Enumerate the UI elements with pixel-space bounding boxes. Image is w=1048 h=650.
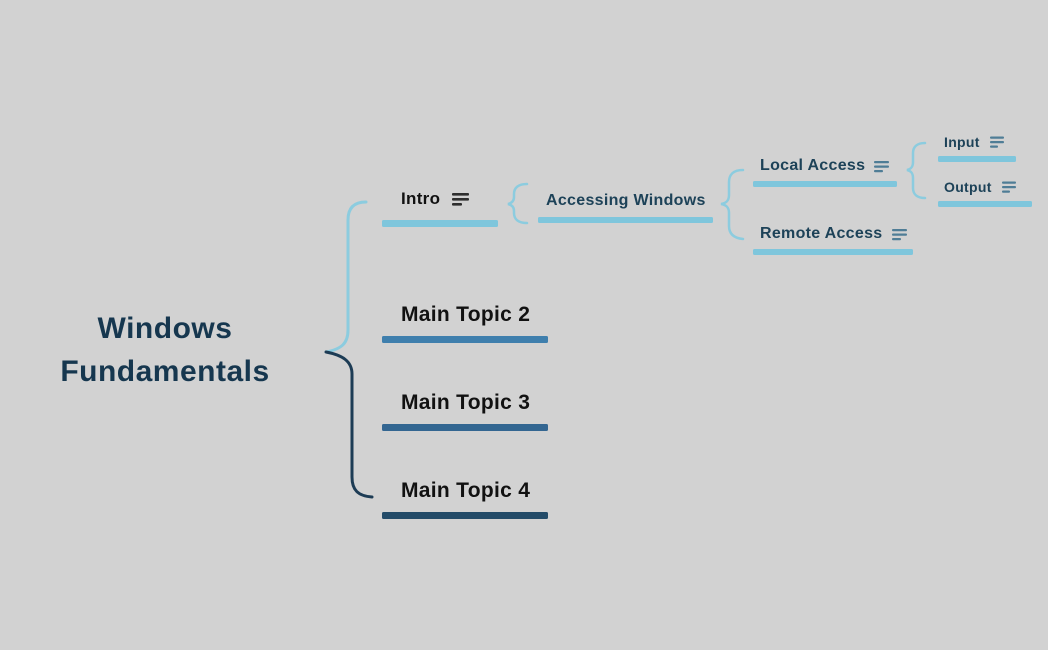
topic-main-topic-2[interactable]: Main Topic 2 (382, 303, 548, 343)
notes-icon[interactable] (452, 192, 471, 206)
topic-label: Input (944, 134, 980, 150)
topic-underline (382, 220, 498, 227)
topic-underline (382, 336, 548, 343)
topic-label: Output (944, 179, 992, 195)
notes-icon[interactable] (989, 136, 1006, 148)
topic-underline (753, 181, 897, 187)
brace-local-children (906, 141, 927, 200)
topic-main-topic-3[interactable]: Main Topic 3 (382, 391, 548, 431)
root-brace-upper (324, 200, 368, 354)
topic-label: Local Access (760, 157, 866, 174)
topic-label: Remote Access (760, 225, 883, 242)
notes-icon[interactable] (1001, 181, 1018, 193)
topic-label: Accessing Windows (546, 192, 706, 209)
root-brace-lower (324, 350, 374, 499)
topic-input[interactable]: Input (938, 134, 1016, 162)
topic-remote-access[interactable]: Remote Access (753, 225, 913, 255)
topic-underline (938, 201, 1032, 207)
topic-underline (938, 156, 1016, 162)
topic-label: Main Topic 3 (401, 391, 531, 414)
brace-intro-children (507, 182, 529, 225)
topic-intro[interactable]: Intro (382, 189, 498, 227)
brace-accessing-children (720, 168, 745, 241)
topic-label: Main Topic 4 (401, 479, 531, 502)
topic-accessing-windows[interactable]: Accessing Windows (538, 192, 713, 223)
topic-underline (753, 249, 913, 255)
topic-label: Intro (401, 189, 441, 208)
topic-output[interactable]: Output (938, 179, 1032, 207)
notes-icon[interactable] (874, 160, 891, 173)
topic-label: Main Topic 2 (401, 303, 531, 326)
topic-local-access[interactable]: Local Access (753, 157, 897, 187)
topic-windows-fundamentals[interactable]: Windows Fundamentals (60, 312, 270, 388)
topic-underline (382, 424, 548, 431)
topic-underline (538, 217, 713, 223)
topic-underline (382, 512, 548, 519)
topic-main-topic-4[interactable]: Main Topic 4 (382, 479, 548, 519)
notes-icon[interactable] (892, 228, 909, 241)
